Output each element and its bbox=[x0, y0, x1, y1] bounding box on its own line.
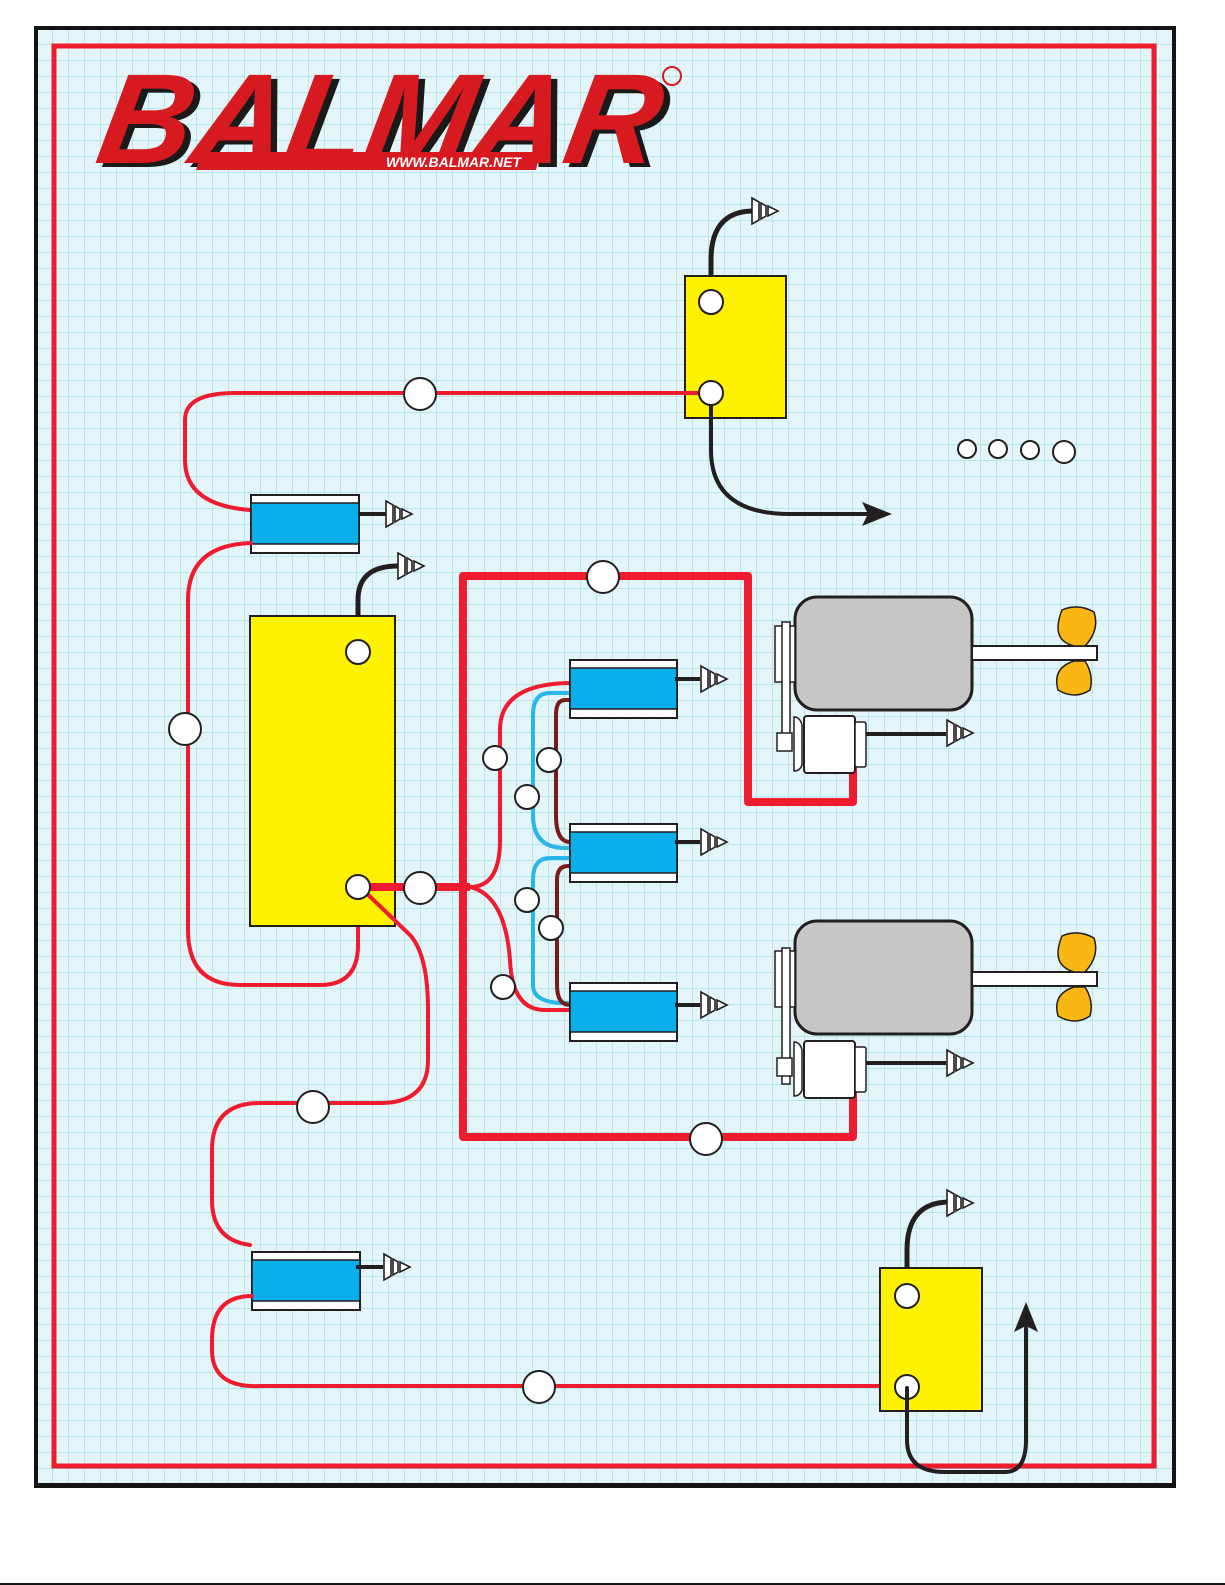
logo-shadow: BALMAR bbox=[95, 52, 680, 195]
engine1-alternator-positive-cable bbox=[599, 572, 857, 806]
regulator-fuse-block-2 bbox=[569, 823, 728, 883]
lower-left-fuse-block bbox=[251, 1251, 411, 1311]
drive-belt bbox=[781, 947, 791, 1085]
arrow-right-icon bbox=[862, 502, 892, 526]
bottom-battery-positive-wire bbox=[210, 1294, 892, 1389]
propeller-blade bbox=[1057, 606, 1097, 647]
drive-belt bbox=[781, 621, 791, 749]
grid-paper bbox=[38, 30, 1172, 1483]
main-bank-ground-wire bbox=[355, 563, 401, 653]
wire-label-circle[interactable] bbox=[296, 1090, 330, 1124]
top-battery-positive-wire bbox=[183, 391, 702, 512]
propeller-blade bbox=[1056, 986, 1092, 1022]
alternator-1 bbox=[776, 715, 974, 774]
engine-block bbox=[793, 595, 974, 712]
top-battery-output-wire bbox=[709, 391, 872, 516]
main-bank-negative-terminal[interactable] bbox=[345, 639, 371, 665]
engine-2 bbox=[774, 919, 1098, 1099]
legend-dots bbox=[957, 439, 1076, 464]
top-battery-positive-terminal[interactable] bbox=[698, 380, 724, 406]
fuse3-red-wire bbox=[468, 885, 572, 1012]
wire-label-circle[interactable] bbox=[522, 1370, 556, 1404]
legend-dot bbox=[1052, 440, 1076, 464]
wire-label-circle[interactable] bbox=[514, 887, 540, 913]
top-battery-negative-terminal[interactable] bbox=[698, 289, 724, 315]
legend-dot bbox=[957, 439, 977, 459]
upper-left-fuse-block bbox=[250, 494, 413, 554]
fuse1-red-wire bbox=[468, 681, 572, 889]
main-battery-bank bbox=[249, 615, 396, 927]
wire-label-circle[interactable] bbox=[403, 377, 437, 411]
wire-label-circle[interactable] bbox=[482, 745, 508, 771]
inner-frame bbox=[51, 43, 1157, 1469]
main-bank-positive-loop-wire bbox=[186, 541, 360, 987]
fuse-brown-wire-1 bbox=[554, 698, 572, 844]
alternator-2 bbox=[776, 1040, 974, 1099]
arrow-up-icon bbox=[1014, 1302, 1038, 1332]
wire-label-circle[interactable] bbox=[689, 1122, 723, 1156]
propeller-blade bbox=[1056, 660, 1092, 696]
fuse-blue-wire-2 bbox=[531, 856, 572, 1005]
wire-label-circle[interactable] bbox=[403, 871, 437, 905]
propeller-blade bbox=[1057, 932, 1097, 973]
regulator-fuse-block-1 bbox=[569, 659, 728, 719]
main-bank-positive-terminal[interactable] bbox=[345, 874, 371, 900]
logo-url-bar bbox=[196, 152, 540, 170]
prop-shaft bbox=[971, 971, 1098, 987]
bottom-battery-output-wire bbox=[905, 1326, 1028, 1474]
bottom-battery-negative-terminal[interactable] bbox=[894, 1283, 920, 1309]
fuse-brown-wire-2 bbox=[555, 864, 572, 1007]
engine2-alternator-positive-cable bbox=[459, 572, 857, 1141]
wire-label-circle[interactable] bbox=[538, 915, 564, 941]
engine-block bbox=[793, 919, 974, 1036]
wire-label-circle[interactable] bbox=[586, 560, 620, 594]
logo-url-text: WWW.BALMAR.NET bbox=[386, 154, 522, 170]
balmar-logo: BALMAR BALMAR WWW.BALMAR.NET bbox=[88, 48, 682, 195]
wire-label-circle[interactable] bbox=[514, 784, 540, 810]
top-battery-ground-wire bbox=[708, 208, 755, 303]
bottom-battery-ground-wire bbox=[904, 1199, 953, 1300]
wire-label-circle[interactable] bbox=[168, 712, 202, 746]
legend-dot bbox=[1020, 440, 1040, 460]
prop-shaft bbox=[971, 645, 1098, 661]
regulator-fuse-block-3 bbox=[569, 982, 728, 1042]
registered-mark-icon bbox=[662, 66, 682, 86]
legend-dot bbox=[988, 439, 1008, 459]
fuse-blue-wire-1 bbox=[531, 691, 572, 850]
wire-label-circle[interactable] bbox=[536, 747, 562, 773]
engine-1 bbox=[774, 595, 1098, 774]
wire-label-circle[interactable] bbox=[490, 974, 516, 1000]
lower-fuse-feed-wire bbox=[210, 885, 430, 1247]
